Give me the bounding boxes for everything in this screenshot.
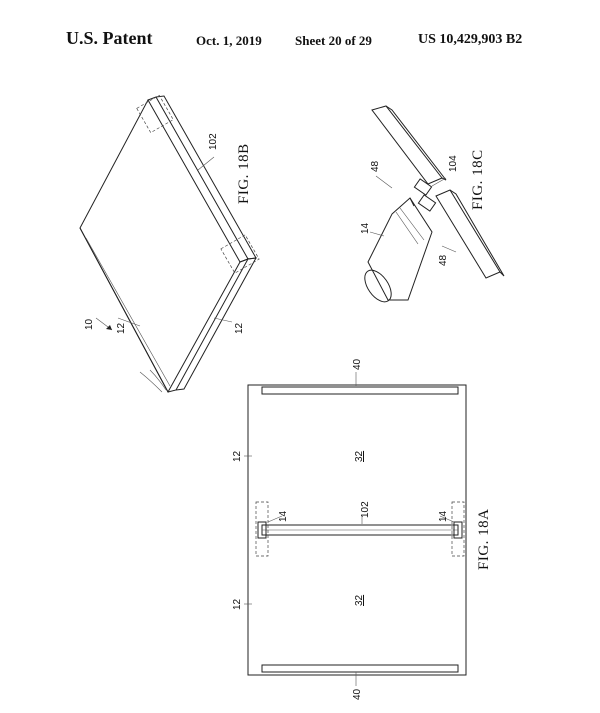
patent-date: Oct. 1, 2019 (196, 33, 262, 48)
bar-40-bottom (261, 664, 459, 673)
fig18c-label-14: 14 (360, 222, 371, 234)
fig18a-label-32-top: 32 (354, 450, 365, 462)
fig18b-label-10: 10 (84, 318, 95, 330)
fig18b-label-12-right: 12 (234, 322, 245, 334)
patent-number: US 10,429,903 B2 (418, 32, 523, 47)
fig18a-label-40-top: 40 (352, 358, 363, 370)
fig18a-label-12-top: 12 (232, 450, 243, 462)
sheet-number: Sheet 20 of 29 (295, 33, 372, 48)
fig18c-label-48-top: 48 (370, 160, 381, 172)
fig18a-label-40-bottom: 40 (352, 688, 363, 700)
fig18c-label-48-bottom: 48 (438, 254, 449, 266)
fig18a-label-102: 102 (360, 501, 371, 518)
fig18c-label-104: 104 (448, 155, 459, 172)
fig-18b-drawing (79, 94, 260, 394)
bar-40-top (261, 386, 459, 395)
fig18a-label-14-right: 14 (438, 510, 449, 522)
hinge-block-right (451, 501, 465, 557)
fig18a-title: FIG. 18A (476, 508, 492, 570)
fig18c-title: FIG. 18C (470, 149, 486, 210)
fig18a-label-14-left: 14 (278, 510, 289, 522)
patent-label: U.S. Patent (66, 28, 153, 48)
fig18a-label-12-bottom: 12 (232, 598, 243, 610)
fig18b-label-12-left: 12 (116, 322, 127, 334)
fig-18a-drawing (244, 372, 467, 686)
fig18b-label-102: 102 (208, 133, 219, 150)
fig-18c-drawing (364, 105, 505, 303)
hinge-block-left (255, 501, 269, 557)
fig18a-label-32-bottom: 32 (354, 594, 365, 606)
device-outline (247, 384, 467, 676)
fig18b-title: FIG. 18B (236, 143, 252, 204)
